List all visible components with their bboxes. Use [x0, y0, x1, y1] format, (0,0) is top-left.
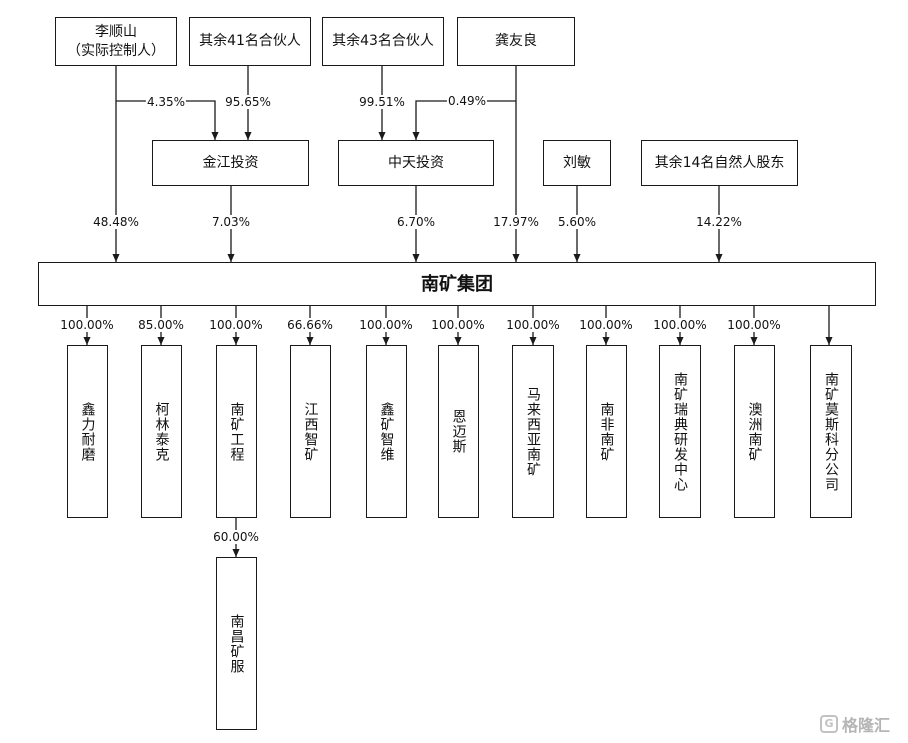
pct-gong-to-zhongtian: 0.49%: [446, 94, 488, 108]
subsidiary-label: 恩迈斯: [450, 409, 467, 454]
pct-jinjiang-to-group: 7.03%: [210, 215, 252, 229]
holder-gong-youliang-label: 龚友良: [495, 33, 537, 49]
pct-subsidiary: 100.00%: [430, 318, 486, 332]
subsidiary-box: 马来西亚南矿: [512, 345, 554, 518]
pct-li-to-jinjiang: 4.35%: [145, 95, 187, 109]
nankuang-group: 南矿集团: [38, 262, 876, 306]
subsidiary-label: 鑫力耐磨: [79, 401, 96, 462]
holder-jinjiang-investment: 金江投资: [152, 140, 309, 186]
holder-li-shunshan-label: 李顺山 （实际控制人）: [67, 23, 165, 59]
watermark-logo-icon: G: [820, 715, 838, 733]
subsidiary-label: 南矿工程: [228, 401, 245, 462]
subsidiary-label: 鑫矿智维: [378, 401, 395, 462]
holder-liu-min: 刘敏: [543, 140, 611, 186]
subsidiary-nanchang: 南昌矿服: [216, 557, 257, 730]
subsidiary-label: 柯林泰克: [153, 401, 170, 462]
pct-subsidiary: 100.00%: [59, 318, 115, 332]
pct-subsidiary: 100.00%: [726, 318, 782, 332]
subsidiary-label: 南矿瑞典研发中心: [672, 371, 688, 492]
pct-subsidiary: 85.00%: [137, 318, 185, 332]
pct-subsidiary: 100.00%: [505, 318, 561, 332]
holder-other-43-partners: 其余43名合伙人: [322, 17, 444, 66]
watermark: G 格隆汇: [820, 712, 890, 736]
subsidiary-box: 南矿工程: [216, 345, 257, 518]
nankuang-group-label: 南矿集团: [421, 273, 493, 295]
holder-li-shunshan: 李顺山 （实际控制人）: [55, 17, 177, 66]
holder-liu-min-label: 刘敏: [563, 154, 591, 171]
subsidiary-box: 鑫矿智维: [366, 345, 407, 518]
pct-other41-to-jinjiang: 95.65%: [224, 95, 272, 109]
pct-other14-to-group: 14.22%: [695, 215, 743, 229]
holder-zhongtian-label: 中天投资: [388, 154, 444, 171]
holder-jinjiang-label: 金江投资: [202, 154, 259, 171]
subsidiary-box: 澳洲南矿: [734, 345, 775, 518]
subsidiary-box: 恩迈斯: [438, 345, 479, 518]
pct-subsidiary: 66.66%: [286, 318, 334, 332]
pct-subsidiary: 100.00%: [358, 318, 414, 332]
pct-liu-to-group: 5.60%: [556, 215, 598, 229]
subsidiary-box: 南矿瑞典研发中心: [659, 345, 701, 518]
subsidiary-box: 鑫力耐磨: [67, 345, 108, 518]
pct-gong-to-group: 17.97%: [492, 215, 540, 229]
holder-other-14-individuals: 其余14名自然人股东: [641, 140, 798, 186]
subsidiary-label: 南非南矿: [598, 401, 615, 462]
subsidiary-label: 澳洲南矿: [746, 401, 763, 462]
holder-gong-youliang: 龚友良: [457, 17, 575, 66]
subsidiary-nanchang-label: 南昌矿服: [228, 613, 245, 674]
holder-zhongtian-investment: 中天投资: [338, 140, 494, 186]
holder-other-41-label: 其余41名合伙人: [199, 33, 301, 49]
pct-li-to-group: 48.48%: [92, 215, 140, 229]
holder-other-41-partners: 其余41名合伙人: [189, 17, 311, 66]
holder-other-14-label: 其余14名自然人股东: [654, 154, 785, 171]
subsidiary-box: 柯林泰克: [141, 345, 182, 518]
watermark-text: 格隆汇: [842, 716, 891, 735]
pct-other43-to-zhongtian: 99.51%: [358, 95, 406, 109]
subsidiary-box: 江西智矿: [290, 345, 331, 518]
subsidiary-label: 江西智矿: [302, 401, 319, 462]
pct-subsidiary: 100.00%: [578, 318, 634, 332]
subsidiary-label: 马来西亚南矿: [525, 386, 541, 477]
pct-zhongtian-to-group: 6.70%: [395, 215, 437, 229]
pct-subsidiary: 100.00%: [652, 318, 708, 332]
pct-subsidiary: 100.00%: [208, 318, 264, 332]
pct-nanchang: 60.00%: [212, 530, 260, 544]
holder-other-43-label: 其余43名合伙人: [332, 33, 434, 49]
subsidiary-box: 南矿莫斯科分公司: [810, 345, 852, 518]
subsidiary-box: 南非南矿: [586, 345, 627, 518]
subsidiary-label: 南矿莫斯科分公司: [823, 371, 839, 492]
